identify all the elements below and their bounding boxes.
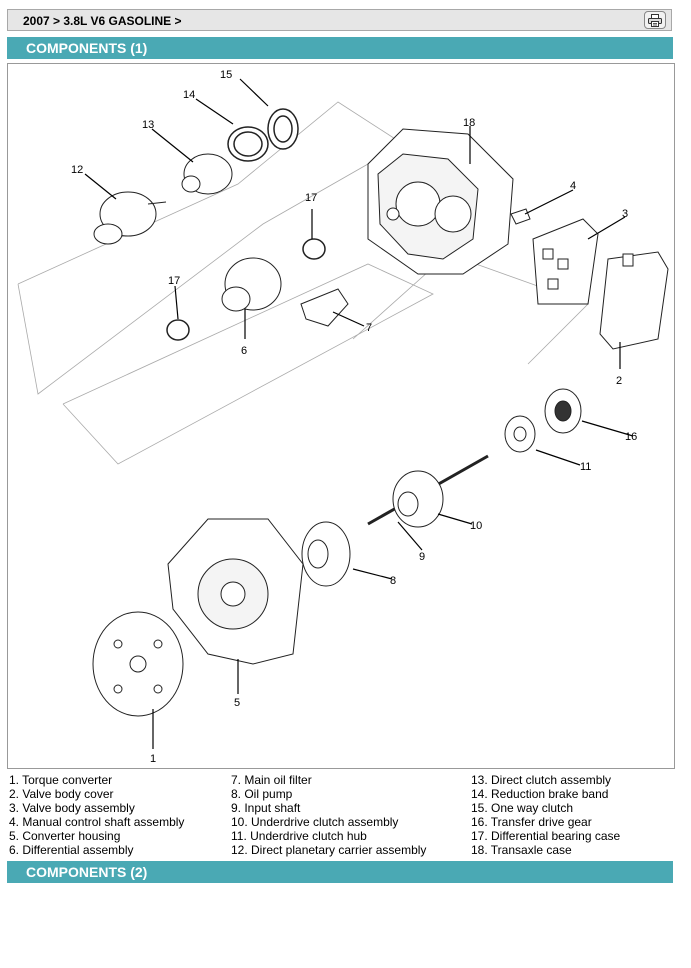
one-way-clutch [267,108,299,150]
transfer-drive-gear [544,388,582,434]
breadcrumb[interactable]: 2007 > 3.8L V6 GASOLINE > [23,14,182,28]
legend-item: 18. Transaxle case [471,843,572,857]
main-oil-filter [300,288,349,327]
legend-item: 6. Differential assembly [9,843,134,857]
callout-15: 15 [220,69,232,81]
callout-3: 3 [622,208,628,220]
direct-clutch [181,153,233,195]
section-header-components-1: COMPONENTS (1) [7,37,673,59]
callout-12: 12 [71,164,83,176]
callout-8: 8 [390,575,396,587]
callout-16: 16 [625,431,637,443]
legend-item: 12. Direct planetary carrier assembly [231,843,427,857]
differential-bearing-case [166,238,326,341]
callout-11: 11 [580,461,591,473]
valve-body-assembly [532,218,599,305]
callout-4: 4 [570,180,576,192]
legend-column-2: 7. Main oil filter 8. Oil pump 9. Input … [231,773,426,857]
underdrive-clutch-hub [504,415,536,453]
callout-2: 2 [616,375,622,387]
component-legend: 1. Torque converter 2. Valve body cover … [7,772,673,857]
torque-converter [92,611,184,717]
breadcrumb-bar: 2007 > 3.8L V6 GASOLINE > [7,9,672,31]
converter-housing [167,518,304,665]
direct-planetary-carrier [93,191,167,245]
legend-item: 5. Converter housing [9,829,121,843]
reduction-brake-band [227,126,269,162]
legend-item: 3. Valve body assembly [9,801,135,815]
differential-assembly [221,257,282,312]
legend-column-3: 13. Direct clutch assembly 14. Reduction… [471,773,620,857]
legend-item: 17. Differential bearing case [471,829,621,843]
callout-13: 13 [142,119,154,131]
legend-item: 11. Underdrive clutch hub [231,829,367,843]
printer-icon [648,13,662,27]
callout-17a: 17 [305,192,317,204]
legend-item: 9. Input shaft [231,801,301,815]
callout-14: 14 [183,89,195,101]
exploded-diagram-figure: 15 14 13 12 18 4 3 17 17 6 7 2 16 11 10 … [7,63,675,769]
oil-pump [301,521,351,587]
callout-6: 6 [241,345,247,357]
manual-control-shaft [510,208,531,225]
callout-10: 10 [470,520,482,532]
section-header-components-2: COMPONENTS (2) [7,861,673,883]
legend-item: 16. Transfer drive gear [471,815,592,829]
legend-item: 4. Manual control shaft assembly [9,815,185,829]
legend-item: 13. Direct clutch assembly [471,773,612,787]
callout-18: 18 [463,117,475,129]
legend-item: 7. Main oil filter [231,773,312,787]
legend-item: 1. Torque converter [9,773,113,787]
legend-column-1: 1. Torque converter 2. Valve body cover … [9,773,184,857]
legend-item: 2. Valve body cover [9,787,114,801]
callout-7: 7 [366,322,372,334]
callout-9: 9 [419,551,425,563]
legend-item: 15. One way clutch [471,801,574,815]
callout-17b: 17 [168,275,180,287]
callout-1: 1 [150,753,156,765]
legend-item: 8. Oil pump [231,787,293,801]
legend-item: 10. Underdrive clutch assembly [231,815,399,829]
underdrive-clutch-and-input-shaft [367,454,489,528]
valve-body-cover [599,251,669,350]
legend-item: 14. Reduction brake band [471,787,609,801]
callout-5: 5 [234,697,240,709]
print-button[interactable] [644,11,666,29]
exploded-transaxle-diagram: 15 14 13 12 18 4 3 17 17 6 7 2 16 11 10 … [17,69,669,765]
transaxle-case [367,128,514,275]
